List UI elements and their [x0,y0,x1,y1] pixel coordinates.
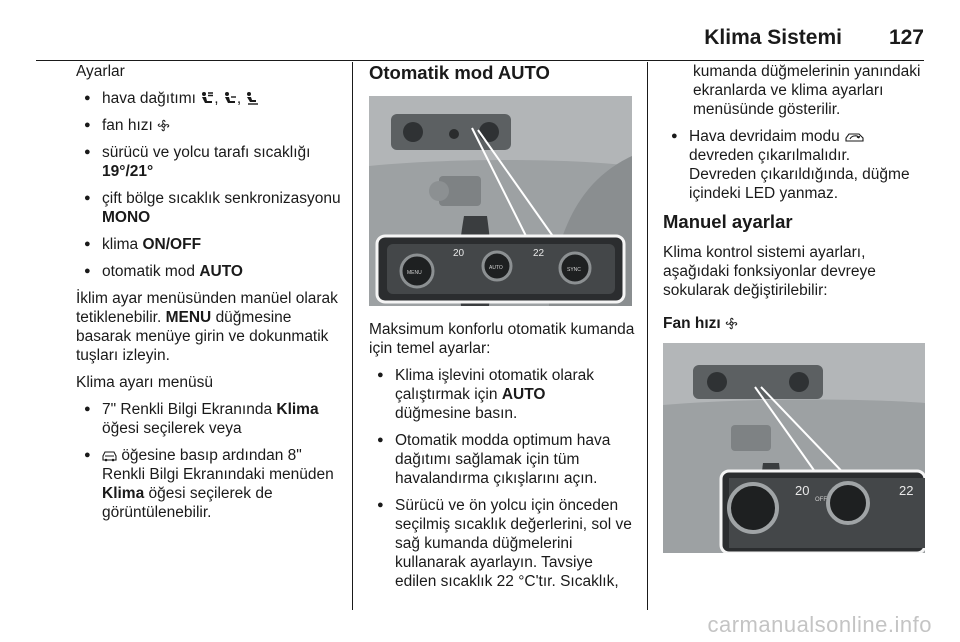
watermark: carmanualsonline.info [707,612,932,637]
page-number: 127 [888,26,924,49]
setting-dual-zone: çift bölge sıcaklık senkronizasyonu MONO [76,189,342,227]
fan-photo-temp-left: 20 [795,483,809,498]
setting-auto-mode: otomatik mod AUTO [76,262,342,281]
manual-settings-heading: Manuel ayarlar [663,211,793,232]
menu-item-8inch: öğesine basıp ardından 8" Renkli Bilgi E… [76,446,342,522]
fan-icon [157,119,170,132]
settings-heading: Ayarlar [76,63,125,80]
column-divider-2 [647,62,648,610]
fan-photo-temp-right: 22 [899,483,913,498]
menu-instructions: İklim ayar menüsünden manüel olarak teti… [76,290,338,364]
photo-sync-label: SYNC [567,267,581,273]
auto-step-1: Klima işlevini otomatik olarak çalıştırm… [369,366,635,423]
photo-temp-right: 22 [533,248,545,259]
menu-heading: Klima ayarı menüsü [76,374,213,391]
page-header: Klima Sistemi 127 [36,26,924,61]
climate-panel-photo: 20 22 MENU AUTO SYNC [369,96,632,306]
auto-mode-intro: Maksimum konforlu otomatik kumanda için … [369,321,635,357]
fan-control-photo: 20 22 OFF [663,343,925,553]
car-climate-icon [102,451,117,462]
column-2: Otomatik mod AUTO 20 22 MENU AUTO SYNC M… [369,62,635,599]
menu-item-7inch: 7" Renkli Bilgi Ekranında Klima öğesi se… [76,400,342,438]
setting-air-distribution: hava dağıtımı , , [76,89,342,108]
setting-ac: klima ON/OFF [76,235,342,254]
menu-list: 7" Renkli Bilgi Ekranında Klima öğesi se… [76,400,342,522]
auto-mode-heading: Otomatik mod AUTO [369,62,550,83]
auto-step-3: Sürücü ve ön yolcu için önceden seçilmiş… [369,496,635,591]
fan-speed-heading: Fan hızı [663,314,927,333]
manual-settings-intro: Klima kontrol sistemi ayarları, aşağıdak… [663,244,876,299]
column-1: Ayarlar hava dağıtımı , , fan hızı sürüc… [76,62,342,530]
fan-photo-off-label: OFF [815,497,827,503]
recirculation-item: Hava devridaim modu devreden çıkarılmalı… [663,127,927,203]
auto-mode-steps: Klima işlevini otomatik olarak çalıştırm… [369,366,635,591]
header-divider [36,60,924,61]
air-distribution-upper-icon [202,92,214,103]
air-distribution-footwell-icon [247,92,259,105]
air-distribution-middle-icon [224,92,236,103]
page-title: Klima Sistemi [704,26,842,49]
recirculation-list: Hava devridaim modu devreden çıkarılmalı… [663,127,927,203]
continued-text: kumanda düğmelerinin yanındaki ekranlard… [693,63,921,118]
setting-temperature: sürücü ve yolcu tarafı sıcaklığı 19°/21° [76,143,342,181]
photo-menu-label: MENU [407,270,422,276]
photo-auto-label: AUTO [489,265,503,271]
column-3: kumanda düğmelerinin yanındaki ekranlard… [663,62,927,553]
auto-step-2: Otomatik modda optimum hava dağıtımı sağ… [369,431,635,488]
setting-fan-speed: fan hızı [76,116,342,135]
recirculation-icon [845,133,864,142]
photo-temp-left: 20 [453,248,465,259]
fan-icon [725,317,738,330]
column-divider-1 [352,62,353,610]
settings-list: hava dağıtımı , , fan hızı sürücü ve yol… [76,89,342,281]
